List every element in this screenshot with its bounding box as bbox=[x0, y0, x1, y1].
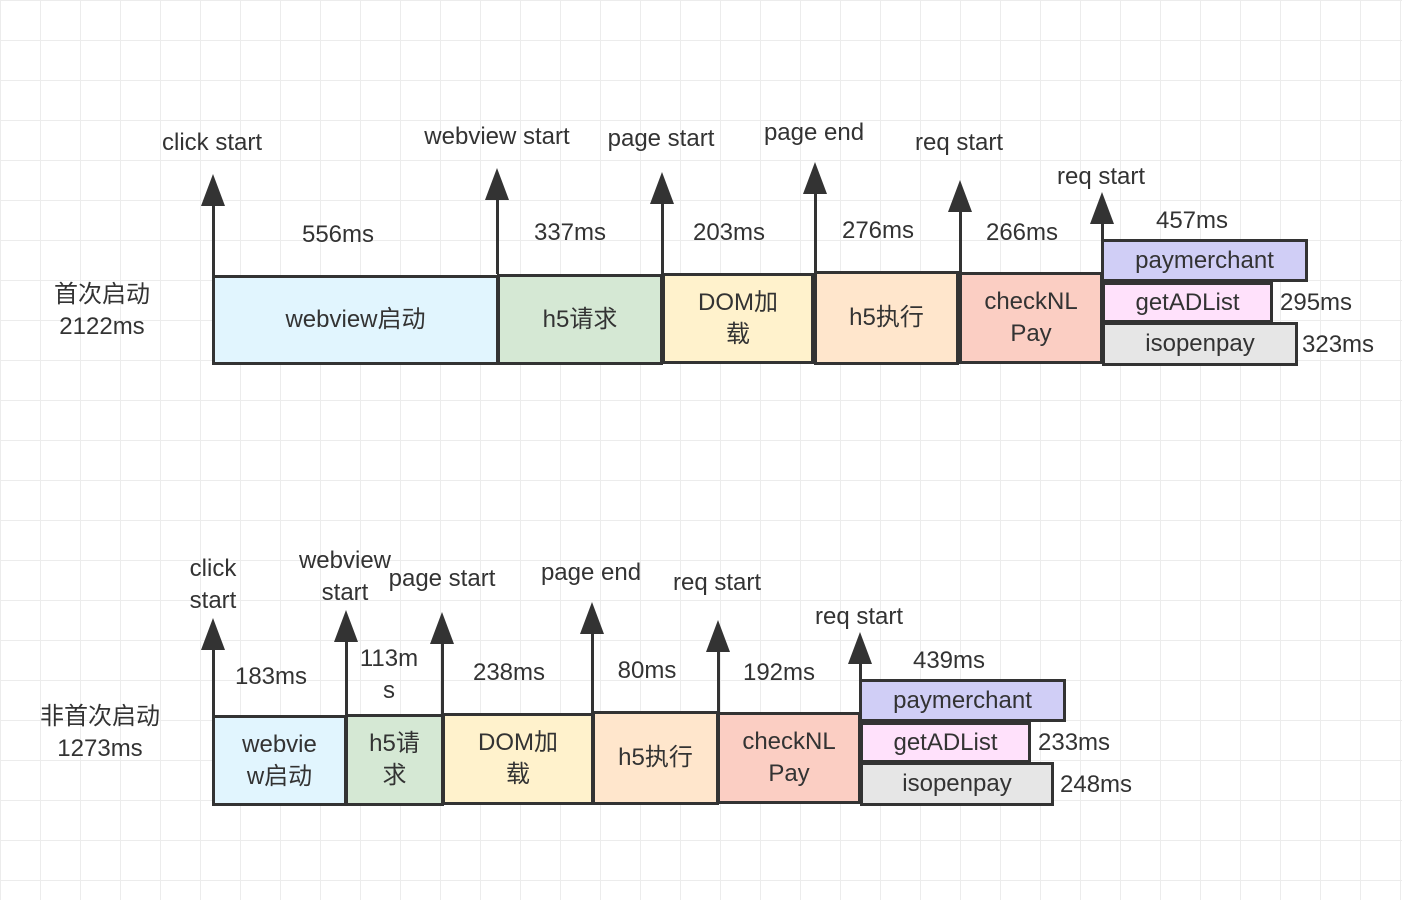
stage-webview-box: webview启动 bbox=[212, 715, 347, 806]
duration-dom-load: 203ms bbox=[692, 219, 766, 246]
stage-webview-box: webview启动 bbox=[212, 275, 499, 365]
stage-h5-execute-box: h5执行 bbox=[814, 271, 959, 365]
event-webview-start: webview start bbox=[424, 123, 570, 150]
click-start-arrow-icon bbox=[201, 174, 225, 320]
stage-dom-load-box: DOM加载 bbox=[442, 713, 594, 805]
duration-h5-execute: 276ms bbox=[841, 217, 915, 244]
click-start-arrow-icon bbox=[201, 618, 225, 716]
req-start-arrow-icon bbox=[706, 620, 730, 712]
request-isopenpay-box: isopenpay bbox=[1102, 322, 1298, 366]
subsequent-launch-total: 1273ms bbox=[57, 735, 143, 762]
duration-paymerchant: 457ms bbox=[1155, 207, 1229, 234]
first-launch-total: 2122ms bbox=[59, 313, 145, 340]
stage-check-nlpay-box: checkNLPay bbox=[717, 712, 861, 804]
duration-check-nlpay: 266ms bbox=[985, 219, 1059, 246]
event-req-start-parallel: req start bbox=[814, 603, 904, 630]
stage-h5-request-box: h5请求 bbox=[345, 714, 444, 806]
duration-webview: 183ms bbox=[234, 663, 308, 690]
event-req-start-parallel: req start bbox=[1056, 163, 1146, 190]
req-start-arrow-icon bbox=[948, 180, 972, 272]
subsequent-launch-title: 非首次启动 bbox=[40, 703, 160, 730]
event-page-start: page start bbox=[607, 125, 715, 152]
page-end-arrow-icon bbox=[803, 162, 827, 272]
duration-getadlist: 295ms bbox=[1280, 289, 1353, 316]
duration-h5-request: 337ms bbox=[533, 219, 607, 246]
webview-start-arrow-icon bbox=[485, 168, 509, 274]
duration-isopenpay: 323ms bbox=[1302, 331, 1375, 358]
event-page-start: page start bbox=[388, 565, 496, 592]
duration-paymerchant: 439ms bbox=[912, 647, 986, 674]
stage-h5-request-box: h5请求 bbox=[497, 274, 663, 365]
event-click-start: click start bbox=[189, 555, 237, 614]
request-getadlist-box: getADList bbox=[1102, 282, 1273, 323]
duration-getadlist: 233ms bbox=[1038, 729, 1111, 756]
event-page-end: page end bbox=[540, 559, 642, 586]
event-webview-start: webview start bbox=[298, 547, 392, 606]
page-end-arrow-icon bbox=[580, 602, 604, 714]
webview-start-arrow-icon bbox=[334, 610, 358, 716]
duration-isopenpay: 248ms bbox=[1060, 771, 1133, 798]
request-getadlist-box: getADList bbox=[860, 722, 1031, 763]
duration-h5-request: 113ms bbox=[359, 645, 419, 704]
request-isopenpay-box: isopenpay bbox=[860, 762, 1054, 806]
request-paymerchant-box: paymerchant bbox=[859, 679, 1066, 722]
first-launch-title: 首次启动 bbox=[54, 281, 150, 308]
stage-h5-execute-box: h5执行 bbox=[592, 711, 719, 805]
duration-h5-execute: 80ms bbox=[617, 657, 677, 684]
event-req-start: req start bbox=[672, 569, 762, 596]
event-click-start: click start bbox=[161, 129, 262, 156]
event-page-end: page end bbox=[763, 119, 865, 146]
request-paymerchant-box: paymerchant bbox=[1101, 239, 1308, 282]
event-req-start: req start bbox=[914, 129, 1004, 156]
stage-check-nlpay-box: checkNLPay bbox=[959, 272, 1103, 364]
stage-dom-load-box: DOM加载 bbox=[662, 273, 814, 364]
duration-check-nlpay: 192ms bbox=[742, 659, 816, 686]
page-start-arrow-icon bbox=[430, 612, 454, 716]
duration-webview: 556ms bbox=[301, 221, 375, 248]
duration-dom-load: 238ms bbox=[472, 659, 546, 686]
page-start-arrow-icon bbox=[650, 172, 674, 274]
